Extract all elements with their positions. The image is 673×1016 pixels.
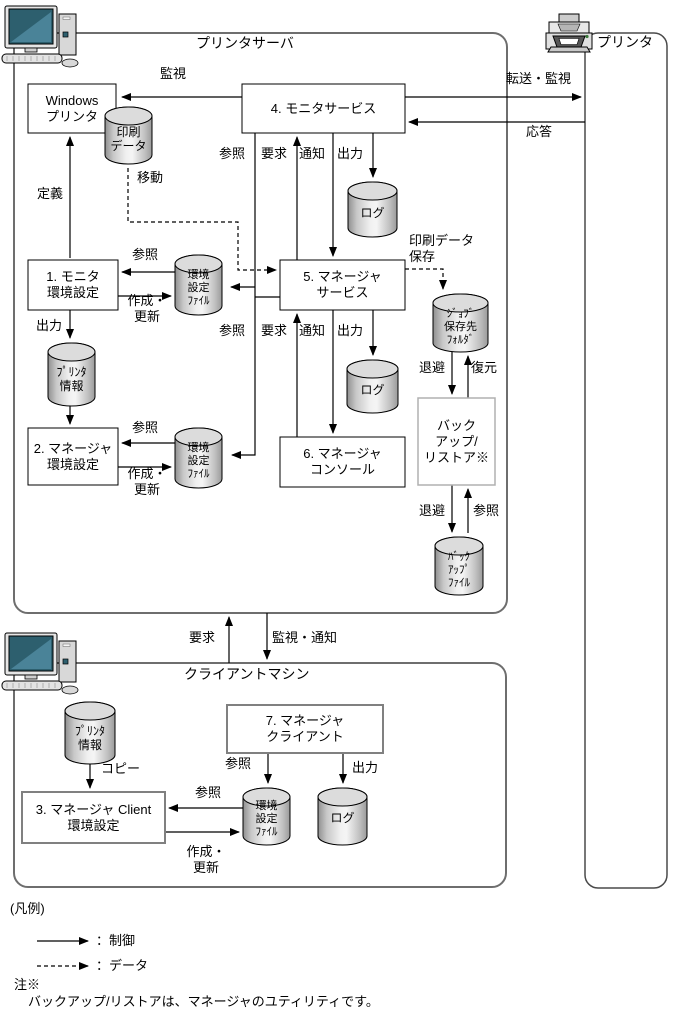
- log-monitor-cylinder: [347, 181, 398, 238]
- edge-kanshi: 監視: [160, 66, 187, 81]
- edge-sanshou-config1: 参照: [132, 247, 159, 262]
- print-data-cylinder: [104, 106, 153, 165]
- log-manager-label: ログ: [360, 383, 385, 397]
- windows-printer-box-label: Windows プリンタ: [45, 92, 99, 124]
- edge-idou: 移動: [137, 170, 164, 185]
- backup-file-label: ﾊﾞｯｸ ｱｯﾌﾟ ﾌｧｲﾙ: [448, 550, 470, 589]
- monitor-service-box: [241, 83, 406, 134]
- legend-title: (凡例): [10, 901, 45, 916]
- config-file-manager-label: 環境 設定 ﾌｧｲﾙ: [187, 441, 210, 480]
- arrow-idou: [127, 168, 277, 274]
- monitor-config-box: [27, 259, 119, 311]
- manager-client-box-label: 7. マネージャ クライアント: [265, 713, 345, 744]
- edge-sanshou-config2: 参照: [132, 420, 159, 435]
- log-client-label: ログ: [330, 811, 355, 825]
- printer-server-label: プリンタサーバ: [196, 35, 294, 51]
- printer-info-server-cylinder: [47, 342, 96, 407]
- printer-icon: [545, 13, 593, 53]
- manager-console-box: [279, 436, 406, 488]
- manager-console-box-label: 6. マネージャ コンソール: [303, 446, 382, 477]
- edge-shutsuryoku-manager: 出力: [337, 323, 364, 338]
- computer-icon-client: [1, 632, 79, 695]
- monitor-config-box-label: 1. モニタ 環境設定: [46, 269, 100, 300]
- legend-data-label: ：データ: [96, 958, 149, 973]
- note-text: バックアップ/リストアは、マネージャのユティリティです。: [28, 994, 379, 1009]
- job-save-folder-cylinder: [432, 293, 489, 353]
- edge-sanshou-monitor: 参照: [219, 146, 246, 161]
- printer-info-server-label: ﾌﾟﾘﾝﾀ 情報: [56, 365, 87, 393]
- config-file-manager-cylinder: [174, 427, 223, 489]
- edge-youkyuu-monitor: 要求: [261, 146, 288, 161]
- manager-client-config-box: [21, 791, 166, 844]
- printer-container: [584, 32, 668, 889]
- edge-sanshou-manager: 参照: [219, 323, 246, 338]
- process-boxes: [21, 83, 496, 844]
- edge-kanshi-tsuuchi: 監視・通知: [272, 630, 338, 645]
- client-machine-label: クライアントマシン: [184, 666, 310, 682]
- edge-shutsuryoku-client: 出力: [352, 760, 379, 775]
- printer-info-client-label: ﾌﾟﾘﾝﾀ 情報: [74, 724, 105, 752]
- edge-tsuuchi-monitor: 通知: [299, 146, 326, 161]
- edge-sakusei-koushin3: 作成・ 更新: [186, 844, 226, 875]
- edge-copy: コピー: [101, 761, 141, 776]
- edge-tensou-kanshi: 転送・監視: [506, 71, 572, 86]
- edge-taihi2: 退避: [419, 503, 446, 518]
- config-file-monitor-cylinder: [174, 254, 223, 316]
- printer-label: プリンタ: [597, 34, 653, 50]
- backup-restore-box-label: バック アップ/ リストア※: [423, 417, 489, 465]
- manager-config-box-label: 2. マネージャ 環境設定: [33, 440, 113, 472]
- edge-shutsuryoku-monitor: 出力: [337, 146, 364, 161]
- legend-control-label: ：制御: [96, 933, 136, 948]
- log-client-cylinder: [317, 787, 368, 846]
- print-data-label: 印刷 データ: [110, 125, 147, 153]
- config-file-client-cylinder: [242, 787, 291, 846]
- note-mark: 注※: [14, 977, 41, 992]
- log-monitor-label: ログ: [360, 206, 385, 220]
- data-arrows: [37, 168, 447, 970]
- config-file-monitor-label: 環境 設定 ﾌｧｲﾙ: [187, 268, 210, 307]
- backup-file-cylinder: [434, 536, 484, 596]
- edge-tsuuchi-manager: 通知: [299, 323, 326, 338]
- edge-sakusei-koushin2: 作成・ 更新: [127, 466, 167, 497]
- edge-youkyuu-manager: 要求: [261, 323, 288, 338]
- manager-service-box-label: 5. マネージャ サービス: [303, 269, 382, 300]
- edge-youkyuu-client: 要求: [189, 630, 216, 645]
- client-machine-container: [13, 662, 507, 888]
- edge-shutsuryoku-config: 出力: [36, 318, 63, 333]
- backup-restore-box: [417, 397, 496, 486]
- config-file-client-label: 環境 設定 ﾌｧｲﾙ: [255, 799, 278, 838]
- manager-service-box: [279, 259, 406, 311]
- edge-fukugen: 復元: [471, 360, 498, 375]
- edge-sanshou-client: 参照: [225, 756, 252, 771]
- cylinders: [47, 106, 489, 846]
- computer-icon: [1, 5, 79, 68]
- manager-client-config-box-label: 3. マネージャ Client 環境設定: [35, 801, 152, 833]
- edge-sakusei-koushin1: 作成・ 更新: [127, 293, 167, 324]
- edge-outou: 応答: [526, 124, 553, 139]
- edge-insatsu-data-hozon: 印刷データ 保存: [409, 233, 475, 264]
- monitor-service-box-label: 4. モニタサービス: [270, 100, 377, 116]
- arrow-insatsu-hozon: [405, 268, 447, 290]
- job-save-folder-label: ｼﾞｮﾌﾞ 保存先 ﾌｫﾙﾀﾞ: [444, 307, 477, 346]
- edge-sanshou-backup: 参照: [473, 503, 500, 518]
- printer-server-container: [13, 32, 508, 614]
- arrow-sanshou-trunk: [231, 133, 256, 459]
- manager-client-box: [226, 704, 384, 754]
- control-arrows: [37, 93, 585, 945]
- edge-teigi: 定義: [37, 186, 64, 201]
- edge-sanshou-client-config: 参照: [195, 785, 222, 800]
- manager-config-box: [27, 427, 119, 486]
- printer-info-client-cylinder: [64, 701, 116, 765]
- log-manager-cylinder: [346, 359, 399, 414]
- edge-taihi1: 退避: [419, 360, 446, 375]
